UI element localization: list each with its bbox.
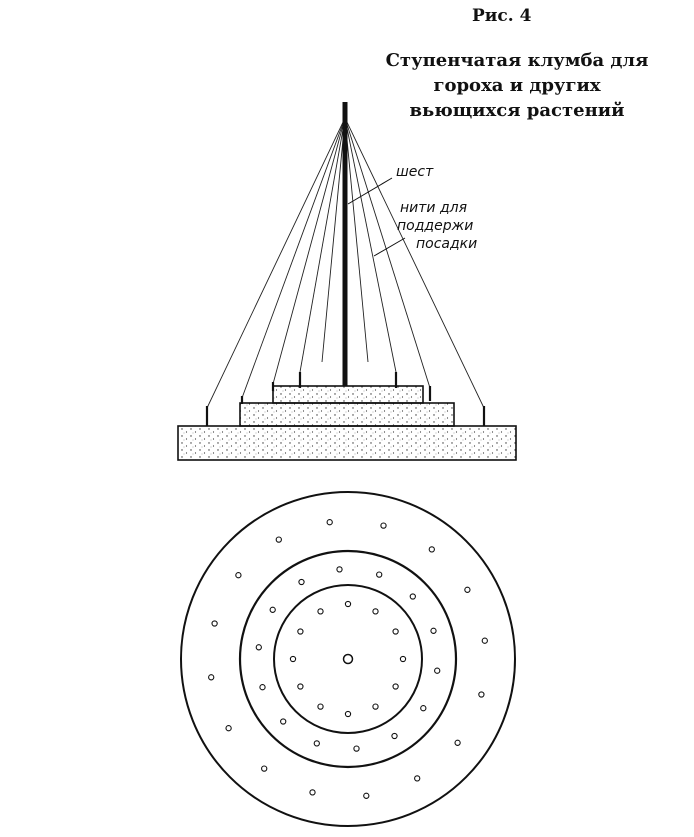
- plant-hole: [420, 705, 427, 712]
- plant-hole: [326, 519, 333, 526]
- plant-hole: [363, 792, 370, 799]
- plant-hole: [336, 566, 343, 573]
- pole-label-group: шест: [347, 164, 434, 205]
- plant-hole: [235, 572, 242, 579]
- pole-label: шест: [396, 164, 434, 180]
- title-line-3: вьющихся растений: [409, 100, 625, 121]
- plant-hole: [275, 536, 282, 543]
- plant-hole: [297, 628, 304, 635]
- title-line-2: гороха и других: [433, 75, 601, 96]
- plant-hole: [454, 739, 461, 746]
- plant-hole: [280, 718, 287, 725]
- outer-ring: [180, 491, 516, 827]
- plant-hole: [353, 745, 360, 752]
- figure-title: Ступенчатая клумба для гороха и других в…: [352, 48, 682, 123]
- plant-hole: [392, 628, 399, 635]
- pole-hole: [342, 653, 354, 665]
- plant-hole: [399, 655, 407, 663]
- plant-hole: [289, 655, 297, 663]
- pole: [342, 102, 348, 386]
- plant-hole: [344, 600, 352, 608]
- plant-hole: [225, 725, 232, 732]
- side-view: шест нити для поддержи посадки: [177, 102, 517, 461]
- threads-label-line-3: посадки: [416, 236, 477, 252]
- plant-hole: [464, 586, 471, 593]
- inner-ring: [273, 584, 423, 734]
- plant-holes: [208, 519, 488, 799]
- plant-hole: [259, 684, 266, 691]
- plant-hole: [372, 608, 379, 615]
- plant-hole: [313, 740, 320, 747]
- plant-hole: [391, 732, 398, 740]
- tier-top: [272, 385, 424, 404]
- tier-middle: [239, 402, 455, 427]
- plant-hole: [297, 683, 304, 690]
- plant-hole: [208, 674, 215, 681]
- plant-hole: [372, 703, 379, 710]
- threads-label-line-1: нити для: [400, 200, 467, 216]
- plant-hole: [344, 710, 352, 718]
- tier-bottom: [177, 425, 517, 461]
- title-line-1: Ступенчатая клумба для: [385, 50, 649, 71]
- plant-hole: [428, 546, 435, 553]
- plant-hole: [481, 637, 488, 644]
- plant-hole: [380, 522, 387, 529]
- plant-hole: [317, 703, 324, 710]
- plant-hole: [409, 593, 416, 600]
- support-threads: [206, 117, 485, 409]
- middle-ring: [238, 549, 458, 769]
- plant-hole: [414, 775, 421, 782]
- plant-hole: [376, 571, 383, 578]
- threads-label-group: нити для поддержи посадки: [373, 200, 477, 257]
- plant-hole: [261, 765, 268, 772]
- plant-hole: [317, 608, 324, 615]
- top-view: [180, 491, 516, 827]
- plant-hole: [430, 627, 437, 634]
- plant-hole: [434, 667, 441, 674]
- plant-hole: [211, 620, 218, 627]
- plant-hole: [392, 683, 399, 690]
- plant-hole: [478, 691, 485, 698]
- plant-hole: [309, 789, 316, 796]
- threads-label-line-2: поддержи: [397, 218, 473, 234]
- figure-number: Рис. 4: [472, 6, 532, 26]
- plant-hole: [298, 578, 305, 586]
- plant-hole: [269, 606, 276, 613]
- plant-hole: [255, 644, 262, 651]
